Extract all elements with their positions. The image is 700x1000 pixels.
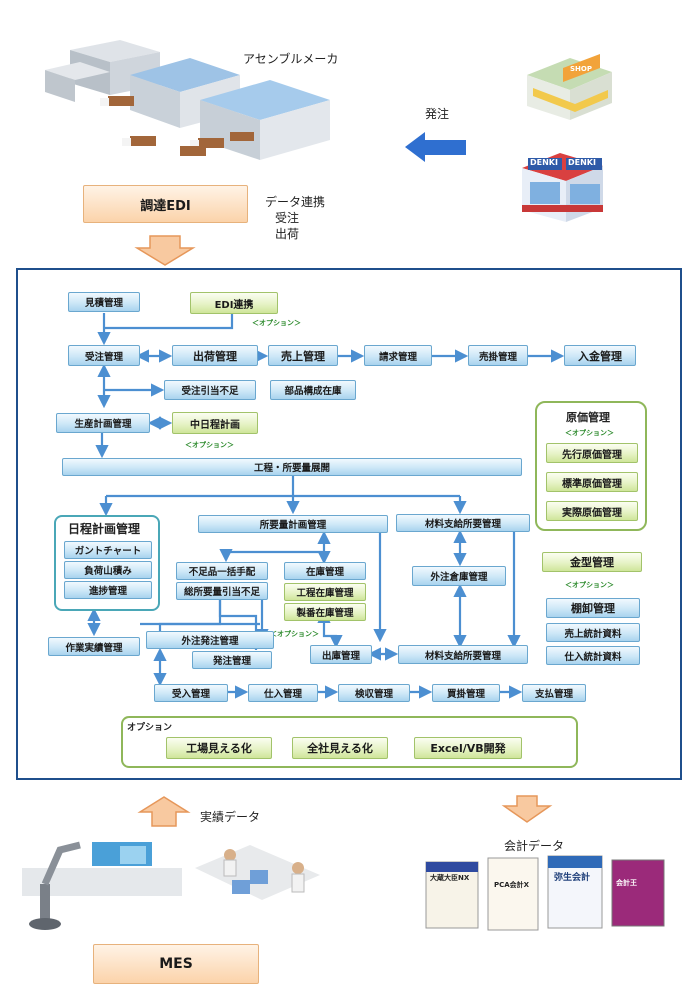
genka-item-3: 実際原価管理 (546, 501, 638, 521)
box-zairyo-shikyu-shoyo-2: 材料支給所要管理 (398, 645, 528, 664)
data-note-2: 受注 (275, 211, 300, 225)
down-arrow-kaikei (501, 795, 553, 823)
genka-option-tag: ＜オプション＞ (565, 429, 614, 437)
box-edi-renkei: EDI連携 (190, 292, 278, 314)
data-note-3: 出荷 (275, 227, 300, 241)
box-shoyoryo: 所要量計画管理 (198, 515, 388, 533)
box-urikake: 売掛管理 (468, 345, 528, 366)
box-chu-nittei: 中日程計画 (172, 412, 258, 434)
box-shukka: 出荷管理 (172, 345, 258, 366)
box-uriage-toukei: 売上統計資料 (546, 623, 640, 642)
assembler-label: アセンブルメーカ (243, 52, 339, 66)
data-note-1: データ連携 (265, 195, 326, 209)
box-zaiko: 在庫管理 (284, 562, 366, 580)
box-uriage: 売上管理 (268, 345, 338, 366)
denki-sign-1: DENKI (530, 158, 558, 167)
box-ukeire: 受入管理 (154, 684, 228, 702)
top-illustrations (45, 40, 612, 266)
box-nyukin: 入金管理 (564, 345, 636, 366)
box-kenshu: 検収管理 (338, 684, 410, 702)
box-hacchu: 発注管理 (192, 651, 272, 669)
box-buhin-kosei: 部品構成在庫 (270, 380, 356, 400)
option-item-3: Excel/VB開発 (414, 737, 522, 759)
mes-box: MES (93, 944, 259, 984)
box-mitsumori: 見積管理 (68, 292, 140, 312)
up-arrow-jisseki (137, 796, 191, 827)
denki-sign-2: DENKI (568, 158, 596, 167)
option-item-2: 全社見える化 (292, 737, 388, 759)
box-shinchoku: 進捗管理 (64, 581, 152, 599)
main-system-frame (16, 268, 682, 780)
software-boxes (425, 855, 665, 931)
option-item-1: 工場見える化 (166, 737, 272, 759)
option-tag-edi: ＜オプション＞ (252, 319, 301, 327)
box-seiban-zaiko: 製番在庫管理 (284, 603, 366, 621)
box-sagyo-jisseki: 作業実績管理 (48, 637, 140, 656)
box-shiharai: 支払管理 (522, 684, 586, 702)
box-gantt: ガントチャート (64, 541, 152, 559)
nittei-title: 日程計画管理 (68, 522, 141, 536)
genka-item-1: 先行原価管理 (546, 443, 638, 463)
order-label: 発注 (425, 107, 450, 121)
down-arrow-edi (134, 235, 196, 266)
box-tenkai: 工程・所要量展開 (62, 458, 522, 476)
box-kanagata: 金型管理 (542, 552, 642, 572)
software-4: 会計王 (616, 879, 637, 887)
genka-item-2: 標準原価管理 (546, 472, 638, 492)
box-zairyo-shikyu-shoyo: 材料支給所要管理 (396, 514, 530, 532)
order-arrow (405, 132, 466, 162)
box-kotei-zaiko: 工程在庫管理 (284, 583, 366, 601)
shop-icon (527, 54, 612, 120)
box-shiire-toukei: 仕入統計資料 (546, 646, 640, 665)
box-sou-shoyoryo: 総所要量引当不足 (176, 582, 268, 600)
software-1: 大蔵大臣NX (430, 874, 470, 882)
box-juchu-hikiate: 受注引当不足 (164, 380, 256, 400)
denki-store-icon (522, 153, 603, 222)
shop-sign: SHOP (570, 65, 592, 73)
genka-title: 原価管理 (566, 411, 610, 424)
truck-icon (100, 96, 254, 156)
kanagata-option-tag: ＜オプション＞ (565, 581, 614, 589)
box-gaichu-soko: 外注倉庫管理 (412, 566, 506, 586)
software-2: PCA会計X (494, 881, 530, 889)
box-fuka-yamazumi: 負荷山積み (64, 561, 152, 579)
box-shiire: 仕入管理 (248, 684, 318, 702)
edi-box: 調達EDI (83, 185, 248, 223)
box-fusoku-ikkatsu: 不足品一括手配 (176, 562, 268, 580)
box-gaichu-hacchu: 外注発注管理 (146, 631, 274, 649)
conveyor-icon (195, 845, 320, 900)
box-seikyu: 請求管理 (364, 345, 432, 366)
box-shukko: 出庫管理 (310, 645, 372, 664)
box-seisan-keikaku: 生産計画管理 (56, 413, 150, 433)
software-3: 弥生会計 (554, 873, 591, 883)
box-kaikake: 買掛管理 (432, 684, 500, 702)
option-tag-zaiko: ＜オプション＞ (270, 630, 319, 638)
jisseki-label: 実績データ (200, 810, 261, 824)
options-panel-title: オプション (127, 723, 173, 733)
kaikei-label: 会計データ (504, 839, 565, 853)
option-tag-chu-nittei: ＜オプション＞ (185, 441, 234, 449)
robot-icon (22, 841, 182, 930)
box-juchu: 受注管理 (68, 345, 140, 366)
box-tanaoroshi: 棚卸管理 (546, 598, 640, 618)
